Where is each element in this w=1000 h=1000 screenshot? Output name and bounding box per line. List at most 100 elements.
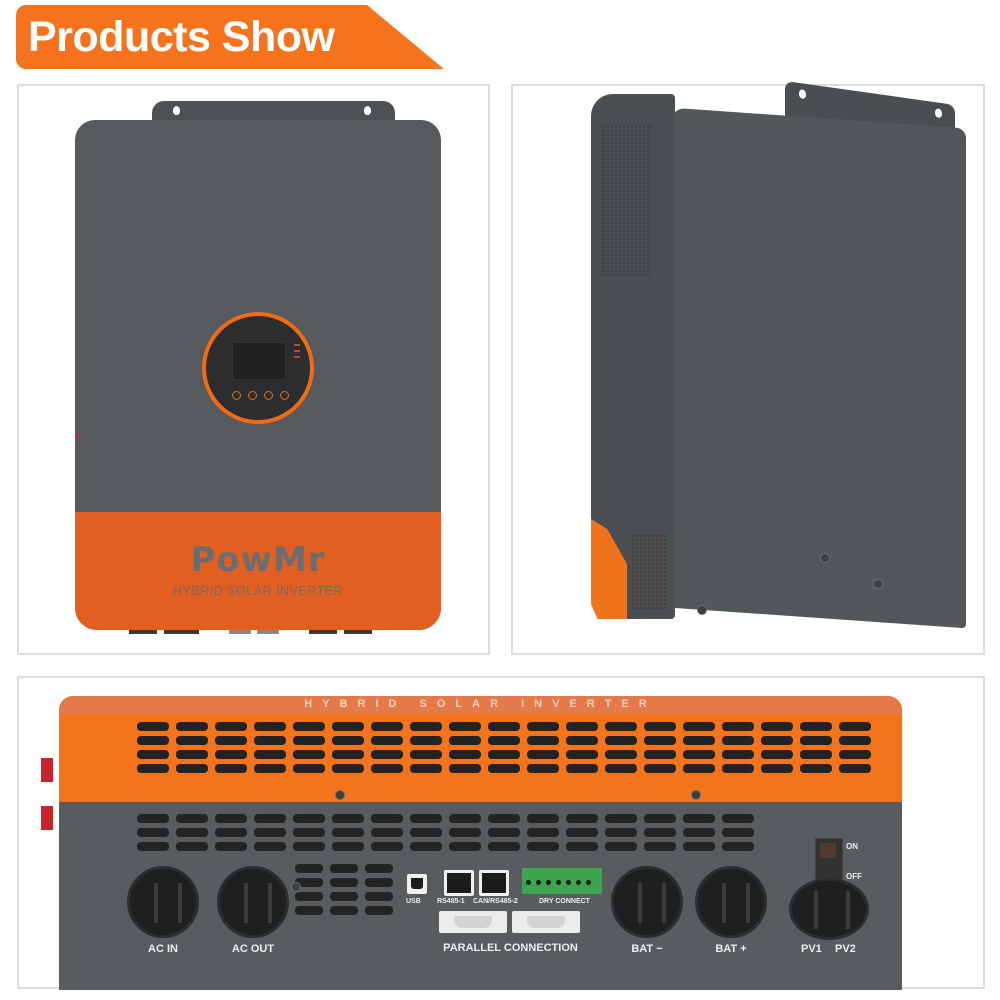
pv-terminal[interactable] bbox=[789, 878, 869, 940]
vent-mesh-bottom bbox=[631, 534, 667, 609]
connector bbox=[229, 630, 251, 634]
front-body: PowMr HYBRID SOLAR INVERTER bbox=[75, 120, 441, 630]
connector bbox=[257, 630, 279, 634]
vent bbox=[254, 828, 286, 837]
vent bbox=[722, 736, 754, 745]
ac-in-terminal[interactable] bbox=[127, 866, 199, 938]
vent bbox=[566, 736, 598, 745]
vent bbox=[176, 750, 208, 759]
gear-button[interactable] bbox=[232, 391, 241, 400]
vent bbox=[800, 736, 832, 745]
vent bbox=[295, 864, 323, 873]
grey-vents bbox=[137, 814, 754, 851]
bat-pos-label: BAT + bbox=[715, 943, 747, 955]
vent bbox=[644, 814, 676, 823]
ac-out-label: AC OUT bbox=[231, 943, 275, 955]
screw-icon bbox=[697, 605, 707, 615]
parallel-port-2[interactable] bbox=[512, 911, 580, 933]
pin bbox=[576, 880, 581, 885]
vent bbox=[410, 722, 442, 731]
vent bbox=[683, 764, 715, 773]
parallel-port-1[interactable] bbox=[439, 911, 507, 933]
vent bbox=[722, 722, 754, 731]
ac-out-terminal[interactable] bbox=[217, 866, 289, 938]
front-view-panel: PowMr HYBRID SOLAR INVERTER bbox=[17, 84, 490, 655]
vent bbox=[488, 828, 520, 837]
vent bbox=[293, 750, 325, 759]
vent bbox=[293, 764, 325, 773]
vent bbox=[137, 736, 169, 745]
vent bbox=[215, 750, 247, 759]
vent bbox=[176, 842, 208, 851]
vent bbox=[683, 814, 715, 823]
vent bbox=[722, 828, 754, 837]
ac-in-label: AC IN bbox=[148, 943, 178, 955]
vent bbox=[332, 814, 364, 823]
vent bbox=[371, 814, 403, 823]
vent bbox=[566, 764, 598, 773]
vent bbox=[566, 750, 598, 759]
vent bbox=[137, 764, 169, 773]
vent bbox=[605, 722, 637, 731]
up-button[interactable] bbox=[264, 391, 273, 400]
vent bbox=[410, 736, 442, 745]
usb-label: USB bbox=[406, 898, 421, 905]
vent bbox=[137, 842, 169, 851]
vent bbox=[605, 736, 637, 745]
vent bbox=[254, 842, 286, 851]
center-vents bbox=[295, 864, 393, 915]
vent bbox=[176, 722, 208, 731]
vent-mesh bbox=[601, 124, 651, 276]
dry-connect-label: DRY CONNECT bbox=[539, 898, 590, 905]
vent bbox=[365, 878, 393, 887]
vent bbox=[800, 764, 832, 773]
screw-icon bbox=[335, 790, 345, 800]
vent bbox=[293, 828, 325, 837]
vent bbox=[722, 750, 754, 759]
vent bbox=[330, 878, 358, 887]
vent bbox=[295, 906, 323, 915]
dry-connect-terminal[interactable] bbox=[522, 868, 602, 894]
vent bbox=[137, 750, 169, 759]
vent bbox=[449, 736, 481, 745]
db9-socket bbox=[454, 916, 492, 928]
vent bbox=[527, 764, 559, 773]
pin bbox=[566, 880, 571, 885]
bottom-view-panel: HYBRID SOLAR INVERTER bbox=[17, 676, 985, 990]
vent bbox=[527, 828, 559, 837]
vent bbox=[176, 764, 208, 773]
vent bbox=[410, 814, 442, 823]
vent bbox=[683, 722, 715, 731]
rs485-1-port[interactable] bbox=[444, 870, 474, 896]
vent bbox=[215, 736, 247, 745]
bat-neg-label: BAT − bbox=[631, 943, 663, 955]
inverter-front: PowMr HYBRID SOLAR INVERTER bbox=[69, 86, 449, 656]
vent bbox=[644, 722, 676, 731]
can-rs485-2-port[interactable] bbox=[479, 870, 509, 896]
vent bbox=[176, 828, 208, 837]
vent bbox=[527, 736, 559, 745]
bat-pos-terminal[interactable] bbox=[695, 866, 767, 938]
vent bbox=[215, 814, 247, 823]
vent bbox=[137, 828, 169, 837]
down-button[interactable] bbox=[248, 391, 257, 400]
power-switch[interactable] bbox=[815, 838, 843, 880]
vent bbox=[761, 764, 793, 773]
mount-hole bbox=[173, 106, 180, 115]
vent bbox=[683, 750, 715, 759]
usb-port[interactable] bbox=[407, 874, 427, 894]
pv2-label: PV2 bbox=[835, 943, 856, 955]
vent bbox=[527, 722, 559, 731]
vent bbox=[761, 736, 793, 745]
lcd-screen bbox=[232, 342, 286, 380]
side-face bbox=[671, 107, 966, 629]
enter-button[interactable] bbox=[280, 391, 289, 400]
vent bbox=[330, 906, 358, 915]
bat-neg-terminal[interactable] bbox=[611, 866, 683, 938]
connector bbox=[344, 630, 372, 634]
vent bbox=[365, 864, 393, 873]
rj45-socket bbox=[447, 873, 471, 893]
side-edge bbox=[591, 94, 675, 619]
inverter-bottom: HYBRID SOLAR INVERTER bbox=[59, 696, 902, 990]
vent bbox=[254, 750, 286, 759]
